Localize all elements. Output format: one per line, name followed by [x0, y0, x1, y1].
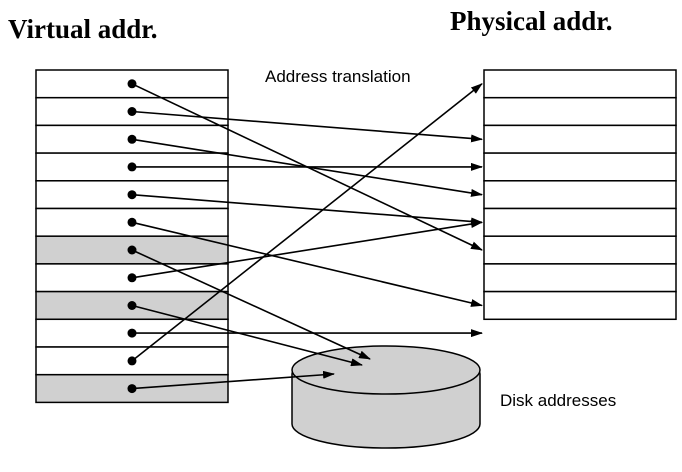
translation-arrow	[131, 193, 483, 226]
physical-frame-row	[483, 290, 677, 321]
physical-frame-row	[483, 124, 677, 154]
physical-frame-row	[483, 180, 677, 210]
physical-memory-table	[483, 69, 677, 321]
physical-frame-row	[483, 235, 677, 265]
page-pointer-dot	[127, 328, 137, 338]
address-translation-label: Address translation	[265, 67, 411, 86]
disk-cylinder-top	[291, 345, 481, 395]
translation-arrow	[131, 220, 483, 279]
physical-frame-row	[483, 152, 677, 182]
page-pointer-dot	[127, 217, 137, 227]
page-pointer-dot	[127, 245, 137, 255]
translation-arrow	[131, 221, 483, 307]
disk-addresses-label: Disk addresses	[500, 391, 616, 410]
physical-frame-row	[483, 69, 677, 99]
translation-arrow	[131, 83, 483, 362]
disk-mapping-arrow	[131, 370, 335, 390]
virtual-page-table	[35, 69, 229, 404]
translation-arrows	[127, 79, 483, 394]
page-pointer-dot	[127, 356, 137, 366]
page-pointer-dot	[127, 301, 137, 310]
translation-arrow	[131, 110, 483, 143]
physical-frame-row	[483, 263, 677, 293]
page-pointer-dot	[127, 190, 137, 200]
page-pointer-dot	[127, 162, 137, 172]
physical-address-heading: Physical addr.	[450, 6, 613, 36]
page-pointer-dot	[127, 79, 137, 89]
page-pointer-dot	[127, 273, 137, 283]
virtual-page-row	[35, 263, 229, 293]
physical-frame-row	[483, 207, 677, 237]
page-pointer-dot	[127, 107, 137, 116]
virtual-address-heading: Virtual addr.	[8, 14, 158, 44]
disk-mapping-arrow	[131, 304, 363, 367]
physical-frame-row	[483, 96, 677, 127]
page-pointer-dot	[127, 134, 137, 144]
disk-mapping-arrow	[131, 249, 371, 360]
page-pointer-dot	[127, 384, 137, 394]
disk-cylinder	[291, 345, 481, 449]
